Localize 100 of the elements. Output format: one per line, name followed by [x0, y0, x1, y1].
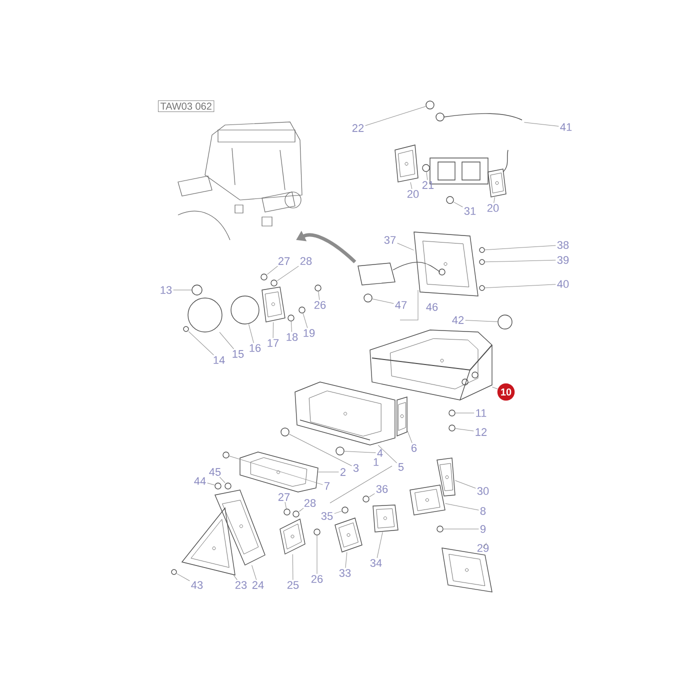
callout-number: 34 [370, 559, 382, 567]
leader-line [444, 503, 479, 510]
leader-line [176, 573, 190, 582]
callout-number: 12 [476, 428, 487, 436]
tag-box: TAW03 062 [158, 100, 214, 112]
bulb-drawing [446, 196, 454, 204]
leader-line [410, 182, 412, 190]
leader-line [272, 322, 274, 338]
light-unit-drawing [294, 382, 396, 446]
screw-drawing [436, 526, 444, 532]
callout-number: 27 [278, 493, 290, 501]
knob-drawing [498, 314, 512, 330]
callout-number: 13 [160, 286, 172, 294]
callout-number: 39 [557, 256, 569, 264]
callout-number: 29 [477, 544, 489, 552]
leader-line [302, 312, 308, 328]
leader-line [288, 434, 352, 466]
leader-line [219, 332, 234, 350]
leader-line [453, 202, 463, 208]
rear-lamp-drawing [370, 330, 492, 400]
washer-drawing [448, 410, 456, 416]
screw-drawing [314, 528, 320, 536]
leader-line [397, 242, 414, 250]
plate-drawing [372, 504, 398, 532]
plate-drawing [214, 490, 266, 566]
callout-number: 21 [422, 181, 434, 189]
leader-line [292, 554, 294, 580]
callout-number: 6 [412, 444, 417, 452]
leader-line [368, 493, 375, 498]
leader-line [524, 122, 559, 126]
callout-number: 44 [194, 477, 206, 485]
leader-line [492, 386, 498, 390]
washer-drawing [288, 314, 294, 322]
reflector-drawing [334, 518, 362, 552]
callout-number: 28 [300, 257, 312, 265]
callout-number: 15 [232, 350, 244, 358]
leader-line [252, 564, 257, 580]
leader-line [376, 532, 383, 558]
leader-line [266, 266, 278, 275]
callout-number: 9 [480, 525, 486, 533]
callout-number: 43 [191, 581, 203, 589]
callout-number: 38 [557, 241, 569, 249]
bezel-drawing [230, 296, 260, 324]
callout-number: 36 [376, 485, 388, 493]
leader-line [318, 290, 320, 300]
leader-line [426, 171, 428, 180]
callout-number: 16 [250, 344, 261, 352]
nut-drawing [362, 496, 370, 502]
leader-line [345, 552, 348, 568]
leader-line [494, 196, 495, 204]
callout-number: 46 [426, 303, 438, 311]
leader-line [484, 284, 556, 288]
leader-line [406, 430, 412, 444]
leader-line [482, 542, 487, 548]
callout-number: 40 [557, 280, 569, 288]
callout-number: 30 [477, 487, 489, 495]
lamp-drawing [394, 144, 418, 182]
callout-number: 3 [353, 464, 359, 472]
callout-number: 33 [339, 569, 351, 577]
callout-number: 22 [352, 124, 364, 132]
callout-number: 20 [407, 190, 419, 198]
callout-number: 24 [252, 581, 264, 589]
leader-line [233, 574, 238, 580]
screw-drawing [171, 569, 177, 575]
callout-number: 8 [480, 507, 486, 515]
leader-line [344, 450, 376, 454]
callout-number: 23 [235, 581, 247, 589]
callout-number: 26 [311, 575, 323, 583]
callout-badge: 10 [497, 383, 515, 401]
nut-drawing [284, 508, 290, 516]
nut-drawing [479, 285, 485, 291]
bulb-drawing [364, 294, 372, 302]
leader-line [290, 320, 292, 332]
bulb-drawing [422, 164, 430, 172]
leader-line [484, 245, 556, 250]
callout-number: 27 [278, 257, 290, 265]
callout-number: 28 [304, 499, 316, 507]
callout-number: 37 [384, 236, 396, 244]
leader-line [372, 298, 394, 304]
leader-line [365, 106, 426, 126]
leader-line [465, 320, 498, 322]
callout-number: 14 [214, 356, 225, 364]
screw-drawing [314, 284, 322, 292]
leader-line [276, 266, 299, 282]
leader-line [284, 502, 287, 510]
screw-drawing [183, 326, 189, 332]
callout-number: 2 [340, 468, 346, 476]
leader-line [454, 428, 474, 432]
bracket-drawing [262, 286, 286, 322]
callout-number: 4 [377, 449, 383, 457]
bulb-drawing [336, 446, 344, 456]
callout-number: 47 [395, 301, 407, 309]
leader-line [219, 476, 226, 484]
callout-number: 26 [314, 301, 326, 309]
bracket-drawing [436, 458, 456, 496]
callout-number: 31 [464, 207, 476, 215]
leader-line [378, 444, 397, 464]
callout-number: 41 [560, 123, 572, 131]
leader-line [442, 528, 479, 530]
callout-number: 11 [476, 409, 486, 417]
